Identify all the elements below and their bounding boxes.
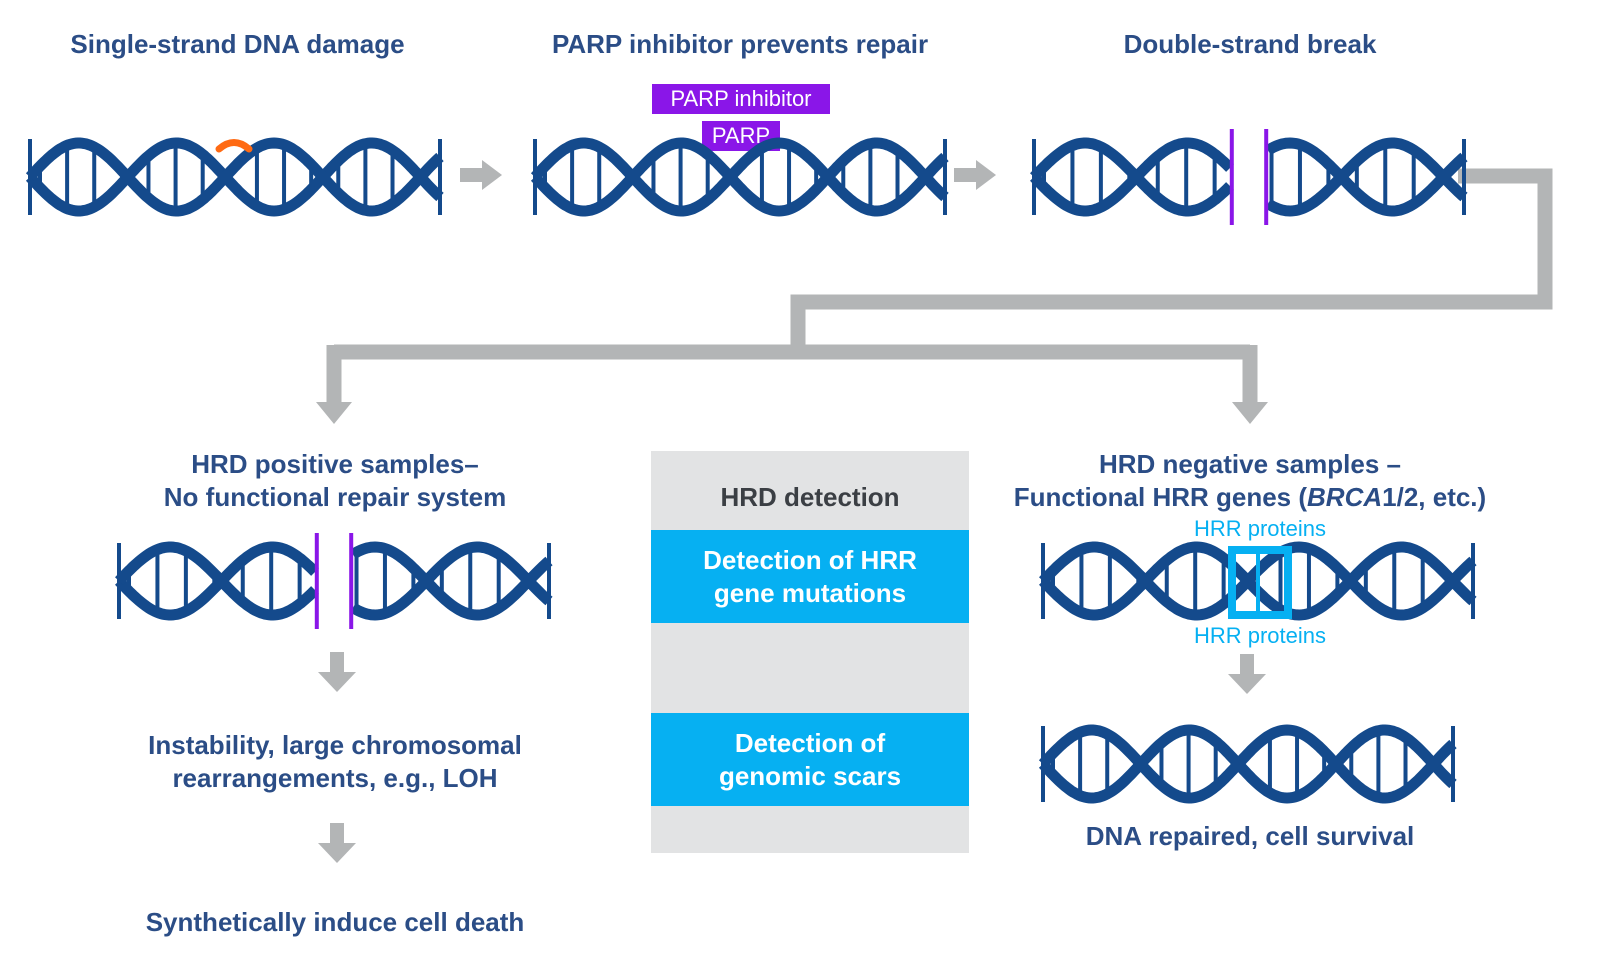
hrd-positive-title: HRD positive samples– No functional repa…	[110, 448, 560, 514]
arrow-right-icon	[460, 160, 502, 190]
hrr-proteins-bottom-label: HRR proteins	[1193, 623, 1327, 648]
hrd-negative-title-line2: Functional HRR genes (BRCA1/2, etc.)	[990, 481, 1510, 514]
genomic-scars-box: Detection of genomic scars	[651, 713, 969, 806]
parp-inhibitor-tag: PARP inhibitor	[652, 84, 830, 114]
hrr-mutation-box: Detection of HRR gene mutations	[651, 530, 969, 623]
hrd-positive-title-line1: HRD positive samples–	[191, 449, 479, 479]
title-prefix: Functional HRR genes (	[1013, 482, 1308, 512]
genomic-scars-line1: Detection of	[734, 728, 886, 758]
hrd-negative-title-line1: HRD negative samples –	[1098, 449, 1401, 479]
dna-strand	[115, 541, 319, 621]
damage-mark	[215, 139, 253, 153]
hrd-detection-heading: HRD detection	[720, 482, 900, 512]
arrow-down-icon	[318, 652, 356, 692]
arrow-down-icon	[1232, 402, 1268, 424]
step3-title: Double-strand break	[1123, 29, 1377, 59]
dna-repaired-text: DNA repaired, cell survival	[1085, 821, 1415, 851]
arrow-down-icon	[318, 823, 356, 863]
hrr-proteins-top-label: HRR proteins	[1193, 516, 1327, 541]
dna-strand	[115, 541, 319, 621]
dna-strand	[1265, 137, 1468, 217]
dna-strand	[1265, 137, 1468, 217]
arrow-down-icon	[1228, 654, 1266, 694]
dna-strand	[530, 137, 949, 217]
dna-strand	[1038, 724, 1457, 804]
dna-strand	[1030, 137, 1234, 217]
branch-connector	[326, 168, 1553, 404]
dna-strand	[530, 137, 949, 217]
dna-strand	[25, 137, 444, 217]
arrow-right-icon	[954, 160, 996, 190]
arrow-down-icon	[316, 402, 352, 424]
instability-text: Instability, large chromosomal rearrange…	[95, 729, 575, 795]
step1-title: Single-strand DNA damage	[70, 29, 405, 59]
hrr-mutation-line1: Detection of HRR	[703, 545, 917, 575]
brca-gene-name: BRCA	[1307, 482, 1383, 512]
step2-title: PARP inhibitor prevents repair	[551, 29, 929, 59]
genomic-scars-line2: genomic scars	[718, 761, 902, 791]
hrd-negative-title: HRD negative samples – Functional HRR ge…	[990, 448, 1510, 514]
title-suffix: 1/2, etc.)	[1382, 482, 1487, 512]
hrd-positive-title-line2: No functional repair system	[163, 482, 507, 512]
instability-line1: Instability, large chromosomal	[148, 730, 522, 760]
dna-strand	[1030, 137, 1234, 217]
dna-strand	[350, 541, 553, 621]
instability-line2: rearrangements, e.g., LOH	[172, 763, 498, 793]
hrr-mutation-line2: gene mutations	[713, 578, 907, 608]
dna-strand	[25, 137, 444, 217]
dna-strand	[1038, 724, 1457, 804]
cell-death-text: Synthetically induce cell death	[145, 907, 525, 937]
dna-strand	[350, 541, 553, 621]
